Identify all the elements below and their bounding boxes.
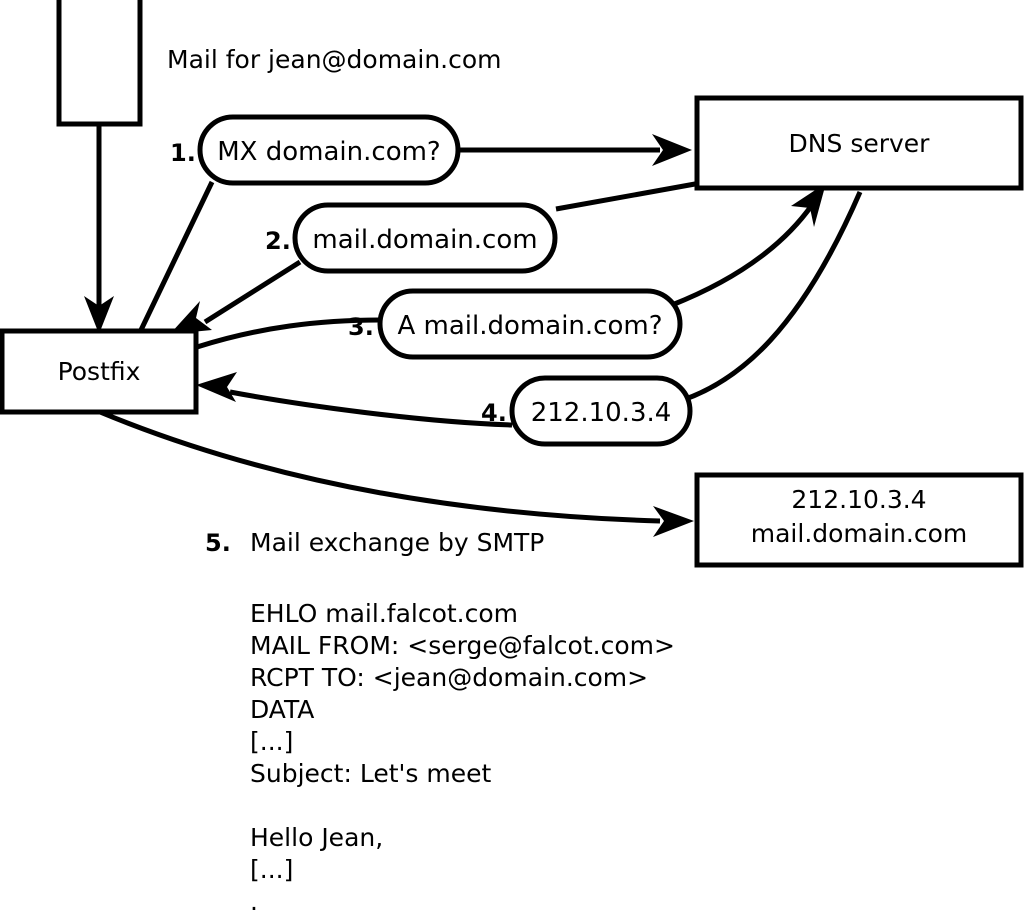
smtp-line-8: Hello Jean, xyxy=(250,823,383,852)
step-number-4: 4. xyxy=(481,399,507,427)
smtp-line-3: RCPT TO: <jean@domain.com> xyxy=(250,663,648,692)
edge-step5 xyxy=(99,409,694,537)
node-dns-server[interactable] xyxy=(694,95,1024,191)
caption-step-5: Mail exchange by SMTP xyxy=(250,528,544,557)
edge-step3-left xyxy=(196,317,381,350)
bubble-step-4-label: 212.10.3.4 xyxy=(531,398,672,428)
smtp-line-4: DATA xyxy=(250,695,314,724)
bubble-step-2-label: mail.domain.com xyxy=(312,225,537,255)
smtp-line-2: MAIL FROM: <serge@falcot.com> xyxy=(250,631,675,660)
smtp-line-10: . xyxy=(250,887,258,916)
step-number-3: 3. xyxy=(348,313,374,341)
bubble-step-1-label: MX domain.com? xyxy=(217,137,440,167)
bubble-step-2[interactable] xyxy=(292,202,558,274)
node-target-server-label-host: mail.domain.com xyxy=(751,519,967,548)
step-number-1: 1. xyxy=(170,139,196,167)
edge-step2-right xyxy=(555,181,696,212)
node-postfix-label: Postfix xyxy=(58,357,141,386)
smtp-line-5: [...] xyxy=(250,727,293,756)
edge-step4-left xyxy=(196,372,513,428)
node-target-server[interactable] xyxy=(694,472,1024,568)
step-number-2: 2. xyxy=(265,227,291,255)
node-dns-server-label: DNS server xyxy=(789,129,931,158)
edge-step2-left xyxy=(170,259,302,334)
smtp-line-6: Subject: Let's meet xyxy=(250,759,491,788)
edge-client-to-postfix xyxy=(84,124,114,334)
smtp-line-1: EHLO mail.falcot.com xyxy=(250,599,518,628)
smtp-line-9: [...] xyxy=(250,855,293,884)
edge-step3-right xyxy=(671,183,826,308)
node-mail-client[interactable] xyxy=(56,0,143,127)
node-postfix[interactable] xyxy=(0,328,199,415)
bubble-step-4[interactable] xyxy=(509,375,693,447)
bubble-step-3-label: A mail.domain.com? xyxy=(398,311,663,341)
edge-step1-left xyxy=(138,180,215,332)
node-target-server-label-ip: 212.10.3.4 xyxy=(791,485,926,514)
edge-step4-right xyxy=(682,191,863,403)
edge-step1-right xyxy=(458,134,692,166)
bubble-step-3[interactable] xyxy=(377,288,683,360)
step-number-5: 5. xyxy=(205,529,231,557)
caption-mail-for: Mail for jean@domain.com xyxy=(167,45,502,74)
bubble-step-1[interactable] xyxy=(197,114,461,186)
